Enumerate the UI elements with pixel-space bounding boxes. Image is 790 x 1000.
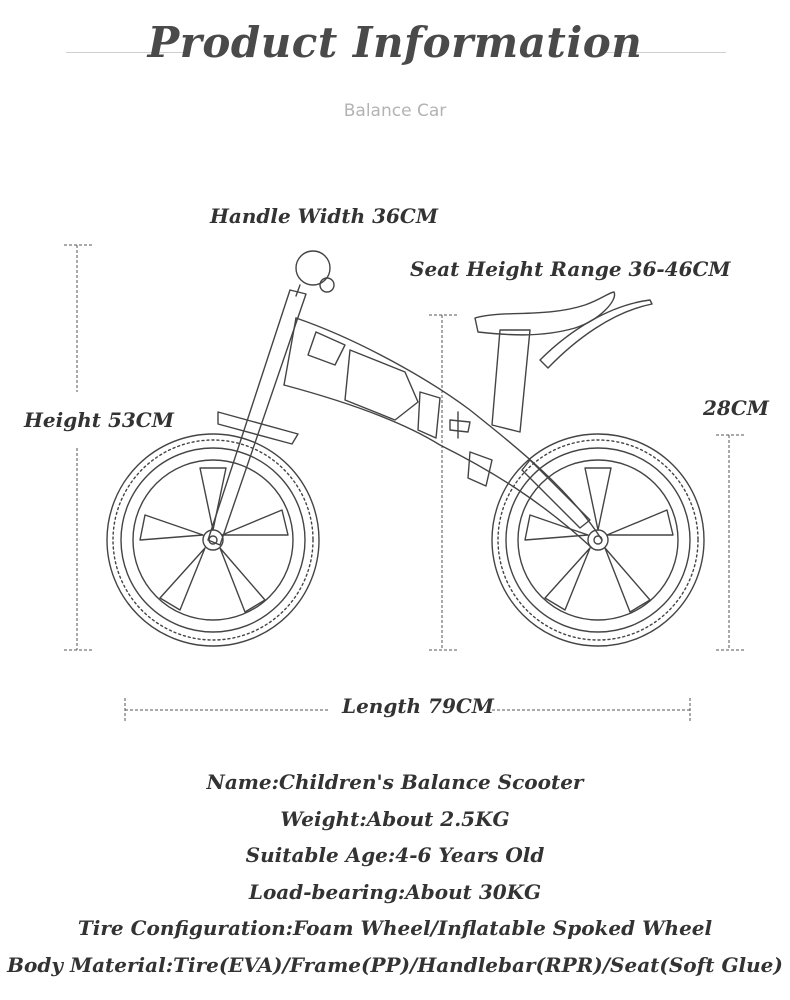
spec-load: Load-bearing:About 30KG: [248, 879, 542, 904]
length-label: Length 79CM: [342, 694, 494, 718]
spec-name: Name:Children's Balance Scooter: [206, 770, 584, 794]
rear-wheel: [491, 433, 705, 647]
title-rule-right: [602, 52, 726, 53]
title-rule-left: [66, 52, 188, 53]
spec-tire: Tire Configuration:Foam Wheel/Inflatable…: [77, 916, 713, 940]
bike-illustration: [106, 250, 705, 647]
page-title: Product Information: [147, 18, 643, 67]
spec-age: Suitable Age:4-6 Years Old: [245, 843, 545, 867]
height-label: Height 53CM: [24, 408, 174, 432]
handle-width-label: Handle Width 36CM: [210, 204, 438, 228]
dimension-lines: [64, 244, 744, 722]
page-subtitle: Balance Car: [343, 101, 447, 121]
front-wheel: [106, 433, 320, 647]
spec-weight: Weight:About 2.5KG: [280, 806, 510, 831]
spec-list: Name:Children's Balance Scooter Weight:A…: [0, 764, 790, 983]
seat-height-label: Seat Height Range 36-46CM: [410, 257, 731, 281]
wheel-size-label: 28CM: [703, 396, 769, 420]
spec-material: Body Material:Tire(EVA)/Frame(PP)/Handle…: [7, 952, 783, 977]
